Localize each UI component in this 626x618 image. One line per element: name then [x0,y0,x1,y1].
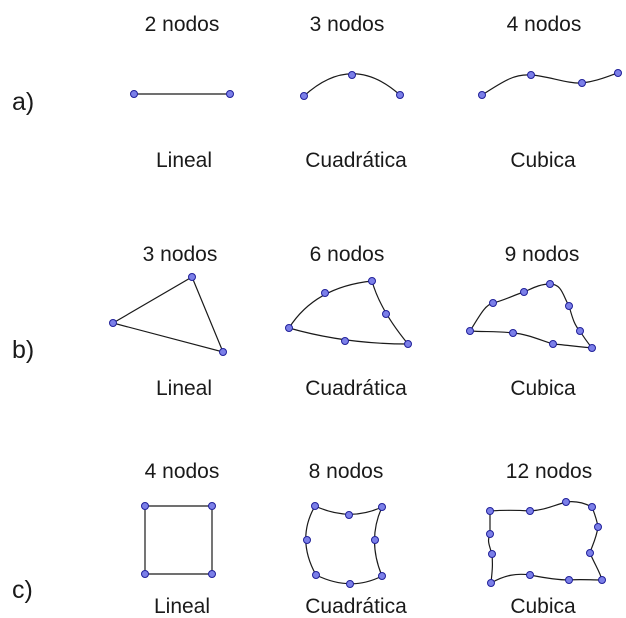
node [346,580,354,588]
b-linear-nodes-label: 3 nodos [142,243,218,266]
a-quadratic-type-label: Cuadrática [305,149,407,172]
node [109,319,117,327]
a-linear-type-label: Lineal [155,149,213,172]
node [594,523,602,531]
node [382,310,390,318]
c-quadratic-element [303,502,386,588]
node [549,340,557,348]
node [565,576,573,584]
node [578,79,586,87]
c-cubic-nodes-label: 12 nodos [505,460,593,483]
a-cubic-nodes-label: 4 nodos [506,13,582,36]
node [478,91,486,99]
c-quadratic-nodes-label: 8 nodos [308,460,384,483]
b-quadratic-type-label: Cuadrática [305,377,407,400]
node [565,302,573,310]
c-cubic-edges [487,501,603,585]
node [598,576,606,584]
node [588,503,596,511]
b-cubic-nodes-label: 9 nodos [504,243,580,266]
a-quadratic-element [300,71,404,100]
a-linear-nodes-label: 2 nodos [144,13,220,36]
node [219,348,227,356]
node [188,273,196,281]
node [526,571,534,579]
node [614,69,622,77]
node [226,90,234,98]
node [586,549,594,557]
node [341,337,349,345]
node [488,550,496,558]
node [486,530,494,538]
node [141,502,149,510]
node [576,327,584,335]
node [487,579,495,587]
node [486,507,494,515]
a-cubic-type-label: Cubica [510,149,576,172]
node [371,536,379,544]
row-label-b: b) [12,336,35,364]
node [396,91,404,99]
a-linear-element [130,90,234,98]
node [527,71,535,79]
node [509,329,517,337]
node [526,507,534,515]
row-label-a: a) [12,88,35,116]
node [300,92,308,100]
b-cubic-type-label: Cubica [510,377,576,400]
node [404,340,412,348]
node [546,280,554,288]
node [208,502,216,510]
node [378,503,386,511]
node [562,498,570,506]
a-cubic-edge [481,72,619,96]
node [311,502,319,510]
node [378,572,386,580]
node [489,299,497,307]
node [312,571,320,579]
node [303,536,311,544]
b-linear-type-label: Lineal [155,377,213,400]
c-cubic-element [486,498,606,587]
node [321,289,329,297]
node [130,90,138,98]
b-quadratic-nodes-label: 6 nodos [309,243,385,266]
c-linear-nodes-label: 4 nodos [144,460,220,483]
a-cubic-element [478,69,622,99]
node [285,324,293,332]
b-linear-edges [111,276,225,353]
b-cubic-edges [468,283,594,349]
b-cubic-element [466,280,596,352]
node [141,570,149,578]
c-quadratic-type-label: Cuadrática [305,595,407,618]
c-linear-type-label: Lineal [153,595,211,618]
node [208,570,216,578]
node [368,277,376,285]
b-linear-element [109,273,227,356]
node [345,511,353,519]
node [466,327,474,335]
node [588,344,596,352]
row-label-c: c) [12,576,33,604]
c-cubic-type-label: Cubica [510,595,576,618]
c-linear-element [141,502,216,578]
c-linear-edges [144,505,213,575]
b-quadratic-element [285,277,412,348]
node [348,71,356,79]
b-quadratic-edges [288,280,410,345]
a-quadratic-nodes-label: 3 nodos [309,13,385,36]
node [520,288,528,296]
